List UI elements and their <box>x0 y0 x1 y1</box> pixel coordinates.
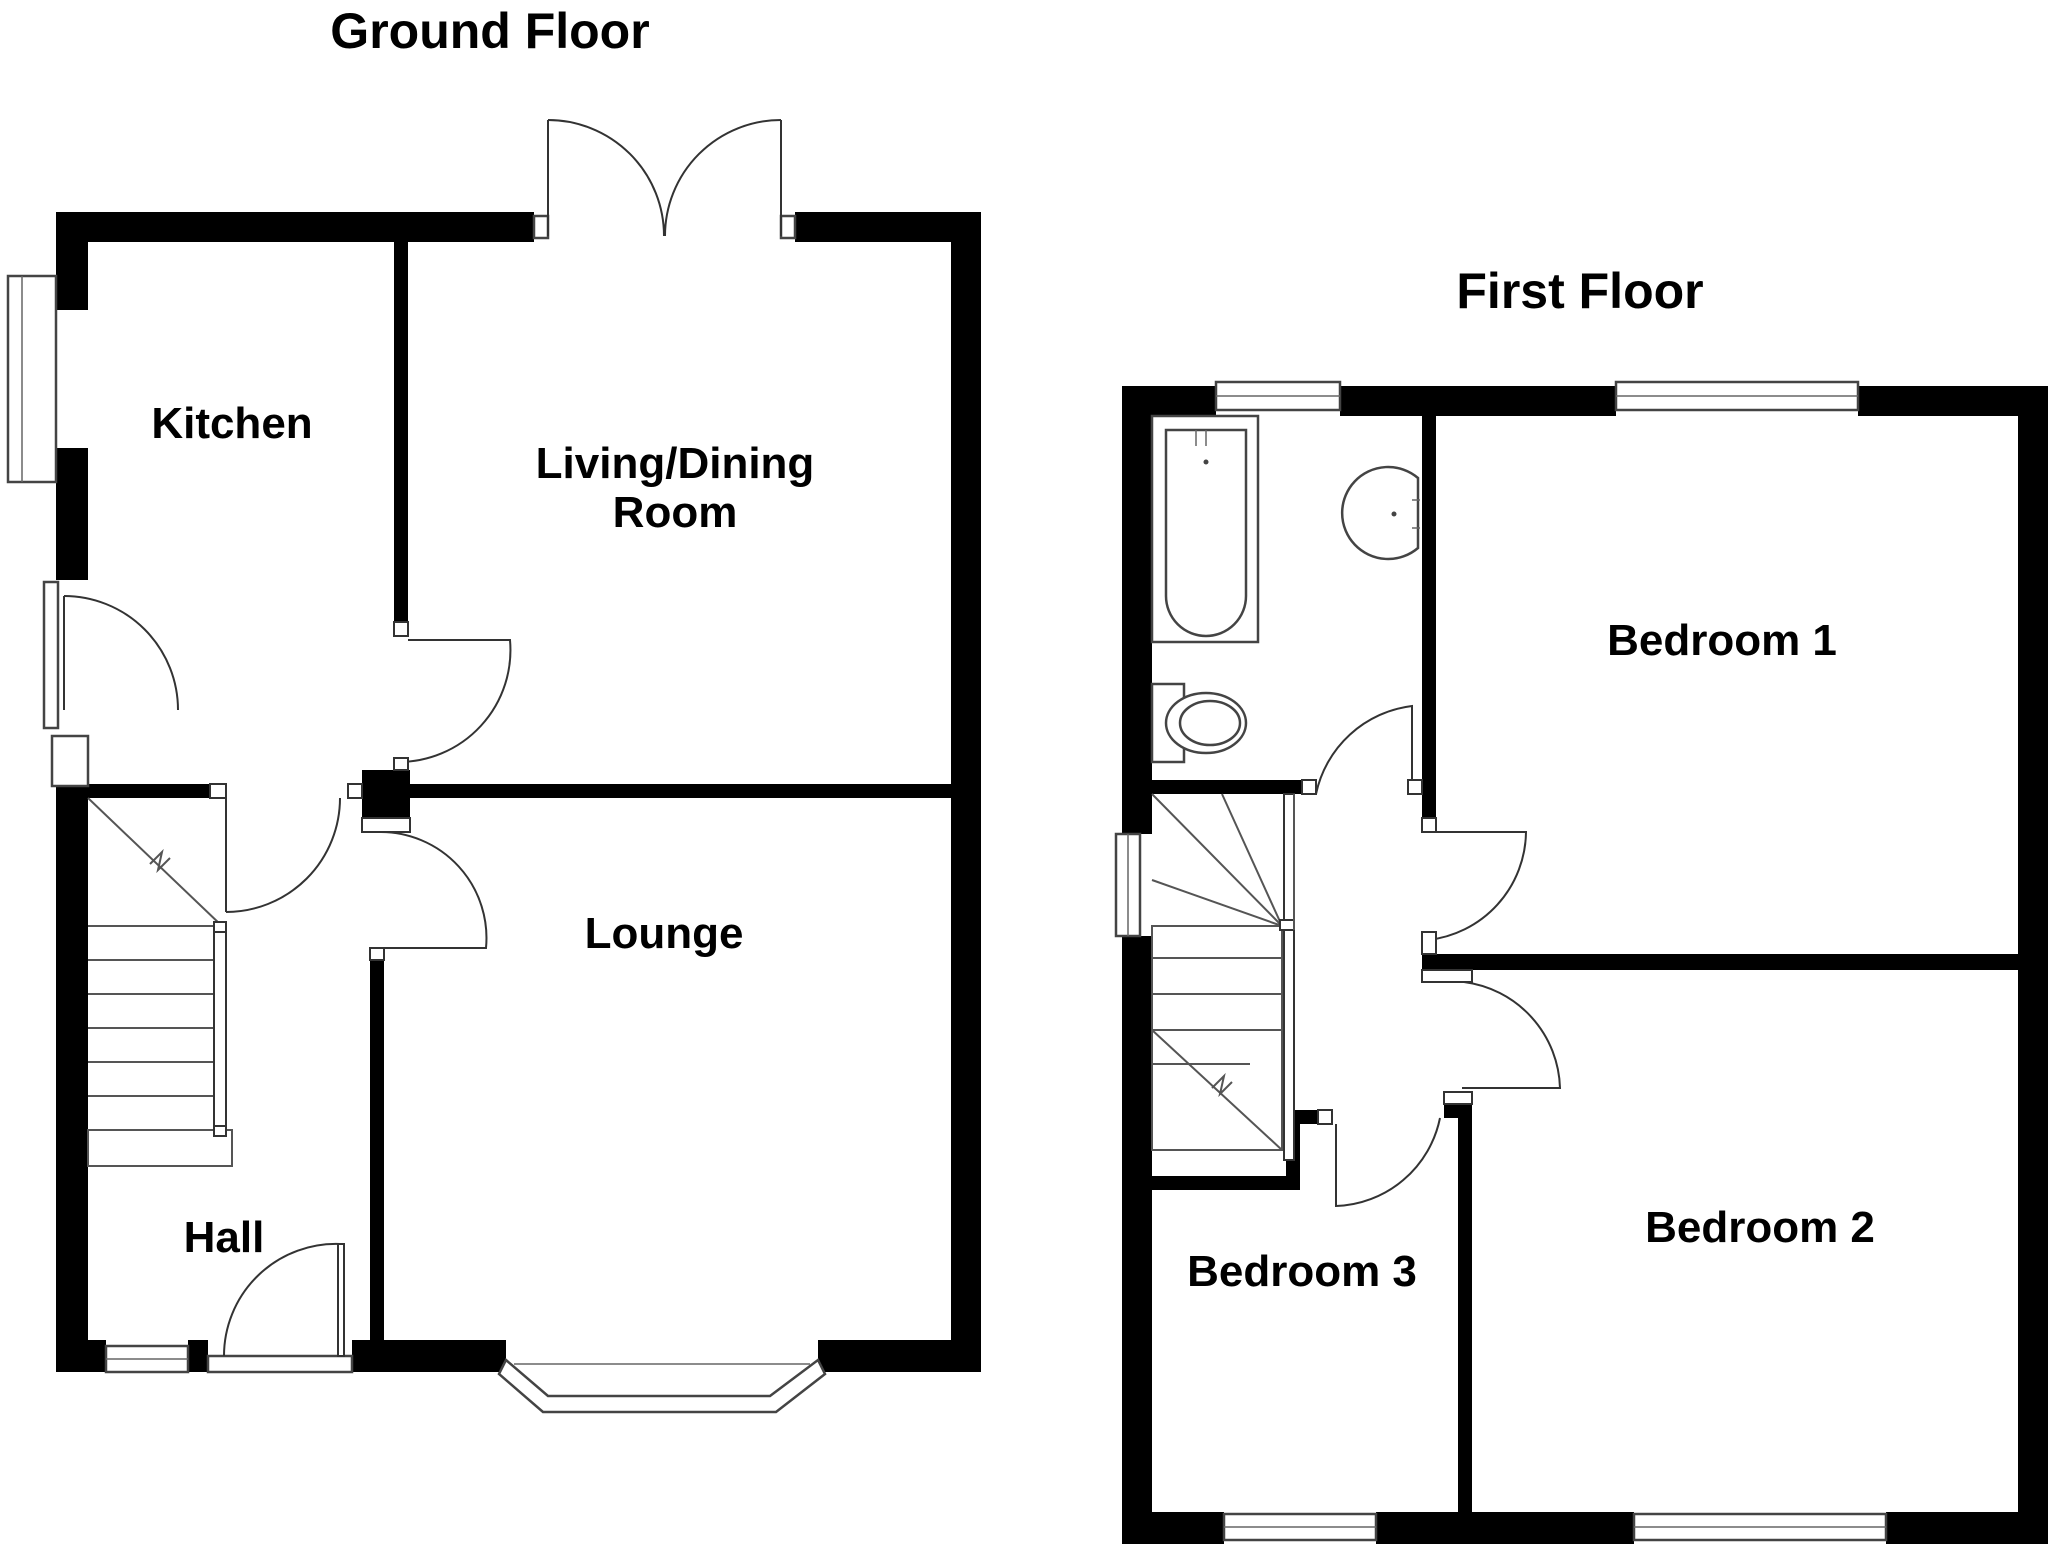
first-floor-heading: First Floor <box>1456 263 1703 319</box>
first-floor-windows <box>1114 380 1888 1542</box>
patio-door-jamb-left <box>532 214 550 240</box>
living-room-door-swing <box>397 639 512 764</box>
lounge-bay-window <box>497 1358 827 1414</box>
ground-floor-doors <box>63 119 782 1357</box>
first-floor-outer-walls <box>1122 386 2048 1544</box>
hall-label: Hall <box>184 1213 265 1262</box>
first-floor-staircase <box>1151 793 1295 1161</box>
living-dining-label-line1: Living/Dining <box>536 439 815 488</box>
kitchen-side-door-frame <box>42 580 60 730</box>
ground-floor-windows <box>6 214 827 1414</box>
ground-floor-staircase <box>87 797 233 1167</box>
patio-door-jamb-right <box>779 214 797 240</box>
kitchen-back-door-swing <box>63 595 179 711</box>
lounge-door-swing <box>370 830 488 949</box>
bedroom1-label: Bedroom 1 <box>1607 616 1837 665</box>
first-floor-plan: First Floor <box>1114 263 2048 1544</box>
ground-floor-interior-walls <box>88 242 951 1340</box>
bathroom-door-swing <box>1315 704 1413 795</box>
ground-floor-heading: Ground Floor <box>330 3 649 59</box>
front-door-frame <box>206 1354 354 1374</box>
kitchen-label: Kitchen <box>151 399 312 448</box>
first-floor-interior-walls <box>1152 416 2018 1512</box>
ground-floor-plan: Ground Floor <box>6 3 981 1414</box>
bedroom2-door-swing <box>1462 981 1562 1089</box>
ground-floor-outer-walls <box>56 212 981 1372</box>
bedroom3-door-swing <box>1335 1117 1441 1208</box>
kitchen-door-swing <box>225 797 341 913</box>
bathroom-fixtures <box>1150 414 1420 764</box>
bedroom1-door-swing <box>1427 831 1528 941</box>
first-floor-doors <box>1301 704 1562 1208</box>
bedroom3-label: Bedroom 3 <box>1187 1247 1417 1296</box>
living-dining-label-line2: Room <box>613 488 738 537</box>
wash-basin <box>1340 465 1420 561</box>
front-door-swing <box>223 1242 341 1357</box>
kitchen-window <box>6 274 58 484</box>
lounge-label: Lounge <box>585 909 744 958</box>
side-window-small <box>50 734 90 788</box>
bedroom2-label: Bedroom 2 <box>1645 1203 1875 1252</box>
